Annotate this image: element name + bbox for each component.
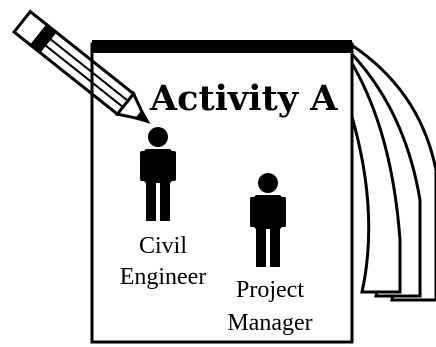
person-icon	[140, 127, 176, 221]
role-label-manager: Manager	[227, 310, 312, 336]
curled-pages	[348, 41, 436, 302]
notepad-binding	[92, 40, 352, 53]
person-icon	[250, 173, 286, 267]
role-label-project: Project	[236, 277, 304, 303]
pencil-icon	[11, 9, 151, 124]
activity-title: Activity A	[149, 78, 338, 119]
role-label-engineer: Engineer	[120, 264, 207, 290]
role-label-civil: Civil	[139, 233, 187, 259]
